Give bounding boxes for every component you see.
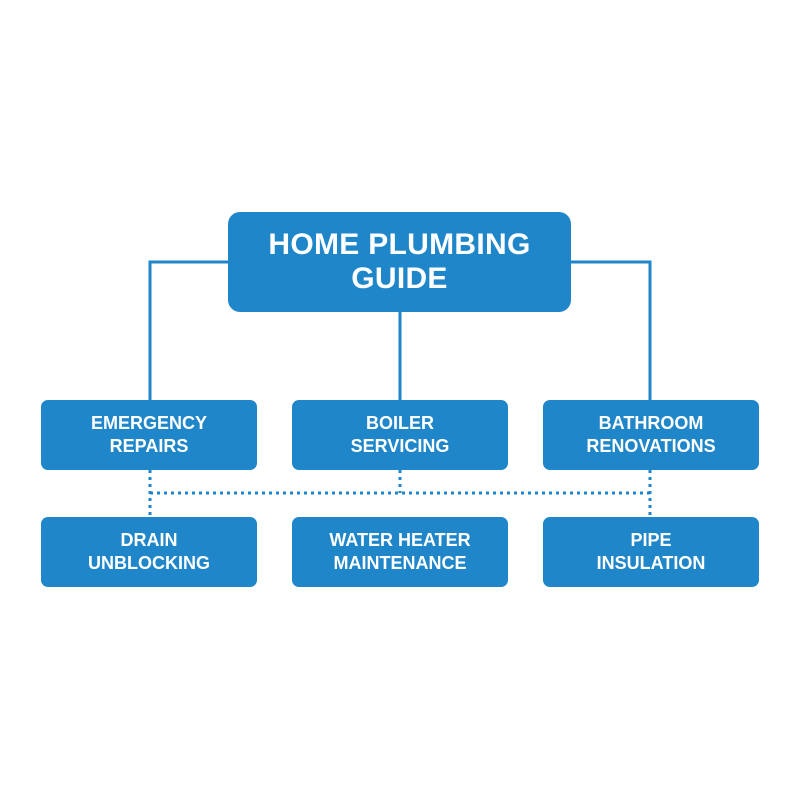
node-emergency-repairs: EMERGENCY REPAIRS: [41, 400, 257, 470]
root-node-home-plumbing-guide: HOME PLUMBING GUIDE: [228, 212, 571, 312]
connector-root-emergency-repairs: [148, 260, 228, 400]
connector-root-bathroom-renovations: [571, 260, 652, 400]
node-boiler-servicing: BOILER SERVICING: [292, 400, 508, 470]
node-drain-unblocking: DRAIN UNBLOCKING: [41, 517, 257, 587]
node-bathroom-renovations: BATHROOM RENOVATIONS: [543, 400, 759, 470]
node-water-heater-maintenance: WATER HEATER MAINTENANCE: [292, 517, 508, 587]
node-pipe-insulation: PIPE INSULATION: [543, 517, 759, 587]
